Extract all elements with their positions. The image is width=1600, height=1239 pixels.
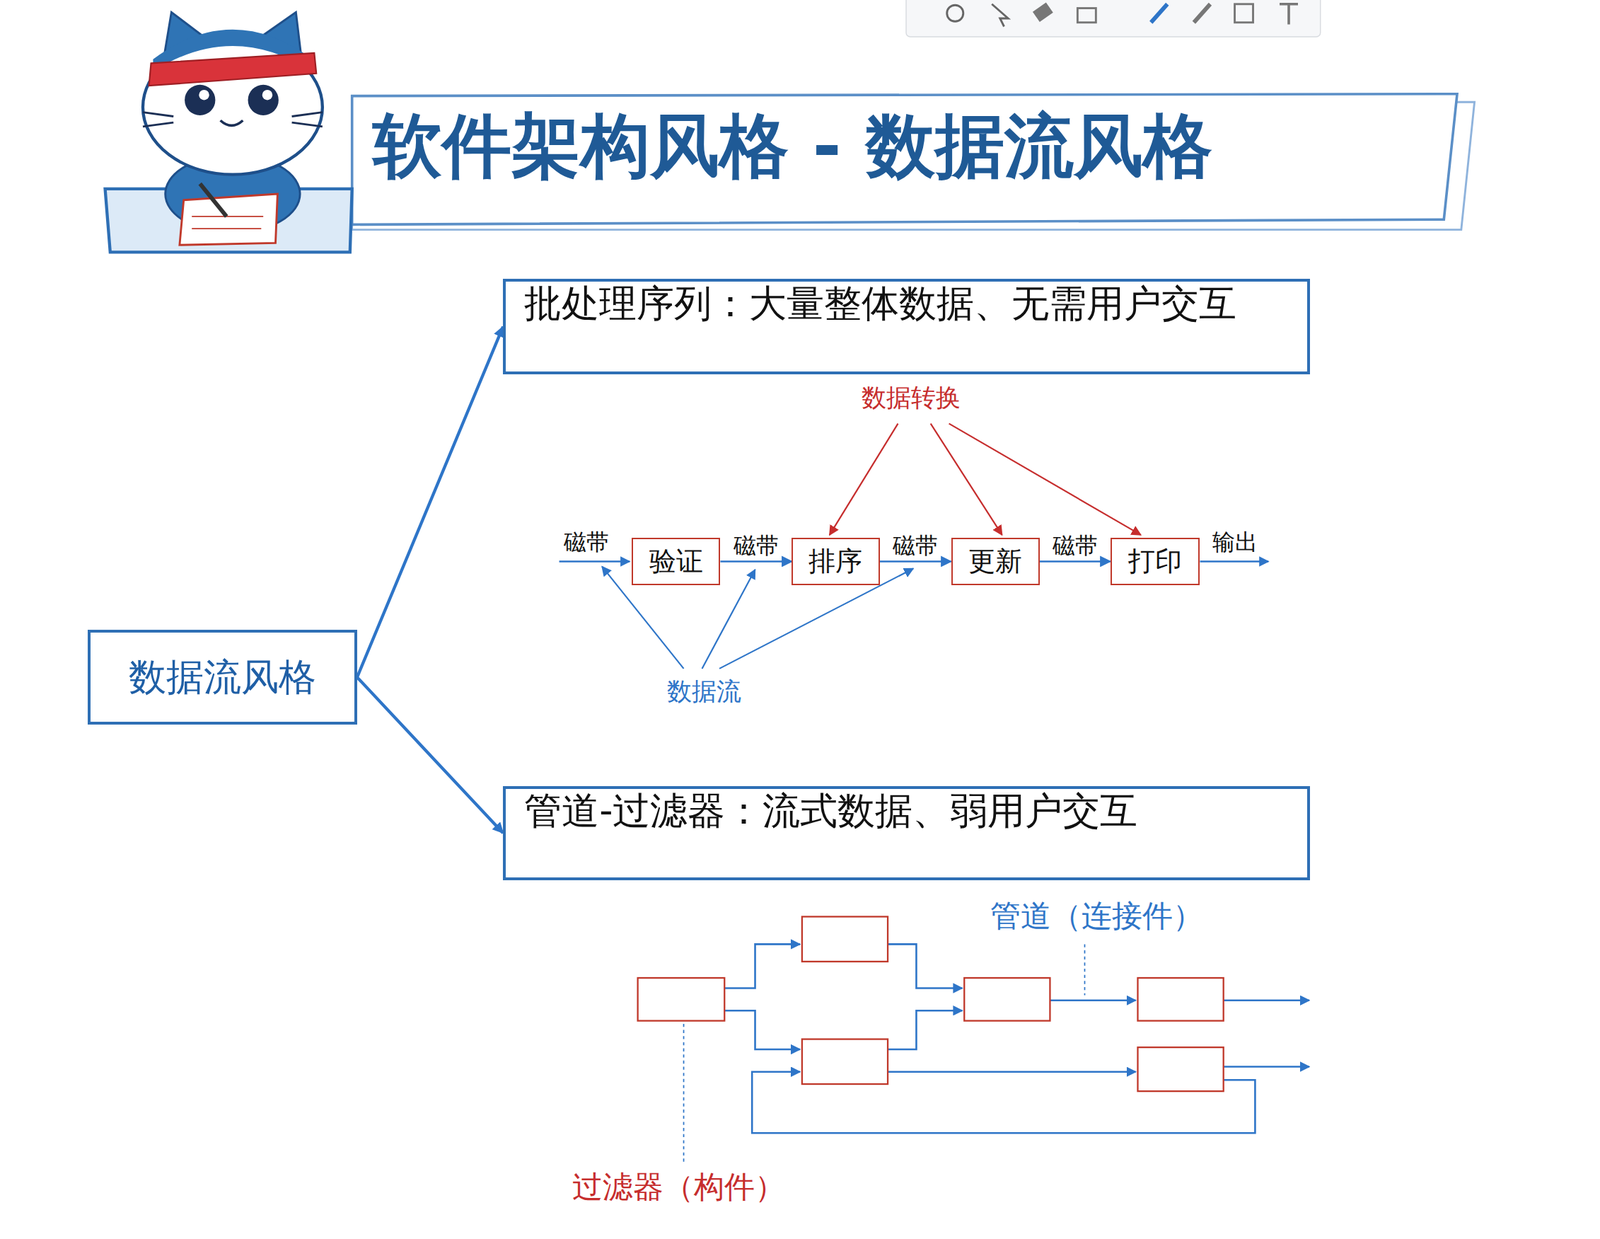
pipe (1049, 998, 1136, 1001)
leader-line (1084, 943, 1086, 995)
node-text: 更新 (968, 546, 1023, 577)
edge-label: 磁带 (892, 532, 938, 559)
node-text: 排序 (808, 546, 863, 577)
toolbar-frame (906, 0, 1321, 37)
pipe (1223, 998, 1310, 1001)
process-box: 排序 (791, 537, 880, 585)
filter-box (1138, 977, 1224, 1021)
filter-box (964, 977, 1050, 1021)
node-text: 管道-过滤器：流式数据、弱用户交互 (524, 788, 1138, 832)
style-box: 管道-过滤器：流式数据、弱用户交互 (502, 785, 1310, 880)
filter-box (1138, 1046, 1224, 1091)
eye-highlight (262, 89, 273, 100)
pipe (724, 943, 800, 988)
process-box: 更新 (951, 537, 1041, 585)
paper-lines (191, 216, 264, 229)
headband (149, 53, 317, 86)
cat-eye (184, 84, 216, 116)
node-text: 数据流风格 (128, 654, 317, 699)
leader-line (683, 1023, 685, 1164)
medium-label: 磁带 (563, 529, 610, 555)
transform-pointer (930, 423, 1003, 535)
filter-box (638, 977, 726, 1021)
flow-arrow (720, 560, 792, 563)
toolbar-icon (1032, 2, 1054, 22)
process-box: 验证 (631, 537, 721, 585)
pipe (887, 1070, 1136, 1073)
flow-arrow (1039, 560, 1111, 563)
node-text: 验证 (649, 546, 704, 577)
toolbar-icon (1235, 4, 1254, 23)
root-box: 数据流风格 (87, 629, 358, 725)
cat-mascot (105, 12, 353, 252)
connector-note: 管道（连接件） (990, 899, 1204, 935)
toolbar-icon (947, 4, 964, 22)
cat-whiskers (142, 112, 323, 127)
transform-pointer (949, 423, 1141, 535)
transform-pointer (829, 423, 899, 535)
filter-box (802, 916, 888, 961)
output-arrow (1200, 560, 1269, 563)
edge-label: 磁带 (733, 532, 779, 559)
input-arrow (559, 560, 631, 563)
paper (179, 193, 278, 245)
toolbar-icon (1193, 4, 1211, 23)
flow-label: 数据流 (667, 677, 742, 706)
filter-box (802, 1039, 888, 1084)
cat-pen (200, 183, 228, 217)
cat-eye (248, 84, 279, 116)
transform-label: 数据转换 (861, 384, 961, 413)
edge-label: 磁带 (1052, 532, 1098, 559)
title-banner (352, 94, 1458, 225)
pipe (724, 1010, 800, 1049)
component-note: 过滤器（构件） (572, 1169, 786, 1205)
pipe (887, 1010, 962, 1049)
output-label: 输出 (1212, 529, 1258, 555)
eye-highlight (198, 89, 209, 100)
flow-arrow (357, 676, 503, 833)
title-text: 软件架构风格 - 数据流风格 (372, 108, 1213, 185)
toolbar-icon (991, 4, 1008, 27)
pipe (1223, 1065, 1310, 1068)
toolbar-icon (1077, 8, 1096, 23)
cat-mouth (220, 120, 244, 126)
desk (105, 188, 353, 252)
style-box: 批处理序列：大量整体数据、无需用户交互 (502, 278, 1310, 375)
node-text: 批处理序列：大量整体数据、无需用户交互 (524, 281, 1237, 325)
process-box: 打印 (1110, 537, 1201, 585)
pipe-connectors (724, 943, 1310, 1133)
toolbar (906, 0, 1321, 37)
node-text: 打印 (1128, 546, 1182, 577)
flow-arrow (879, 560, 952, 563)
flow-arrow (357, 326, 503, 678)
toolbar-icon (1150, 4, 1168, 23)
filters (638, 916, 1224, 1091)
pipe (887, 943, 962, 988)
toolbar-icon (1279, 4, 1298, 25)
